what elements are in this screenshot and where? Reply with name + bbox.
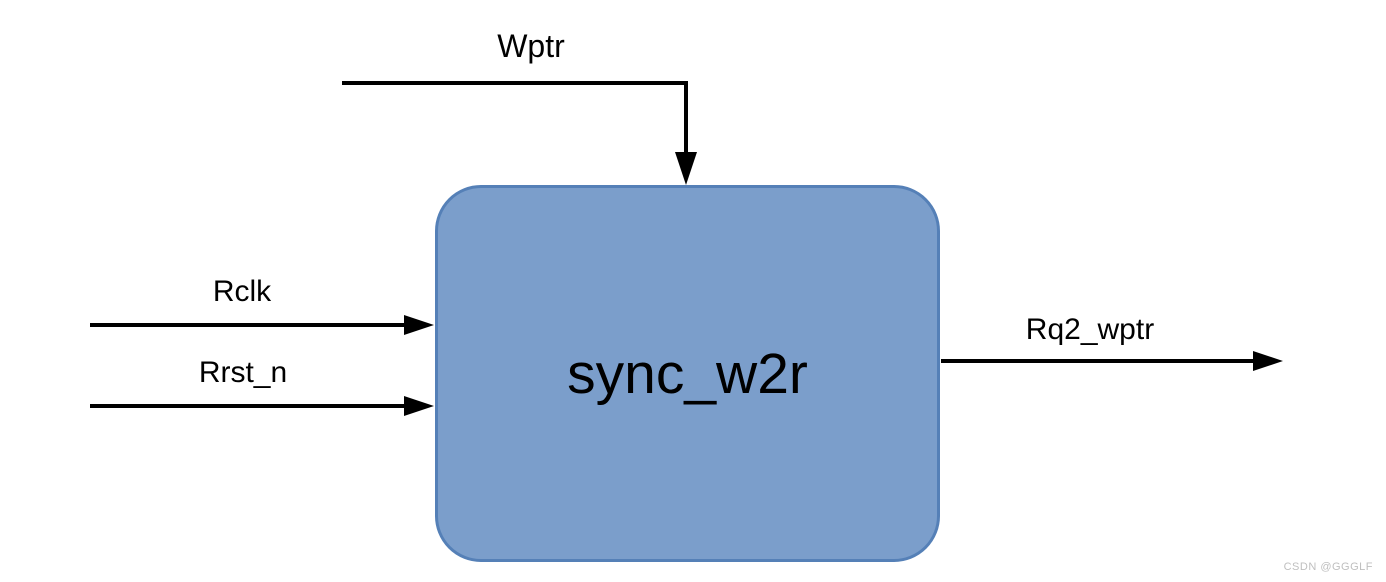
rclk-arrowhead-icon (404, 315, 434, 335)
signal-label-rclk: Rclk (212, 275, 272, 308)
wptr-wire (342, 81, 688, 153)
rrst-n-arrowhead-icon (404, 396, 434, 416)
block-title: sync_w2r (567, 341, 808, 406)
watermark: CSDN @GGGLF (1283, 561, 1373, 573)
signal-label-wptr: Wptr (497, 28, 565, 64)
sync-w2r-block: sync_w2r (435, 185, 940, 562)
signal-label-rq2-wptr: Rq2_wptr (1025, 313, 1155, 346)
wptr-arrowhead-icon (675, 152, 697, 185)
signal-label-rrst-n: Rrst_n (198, 356, 288, 389)
rq2-wptr-arrowhead-icon (1253, 351, 1283, 371)
